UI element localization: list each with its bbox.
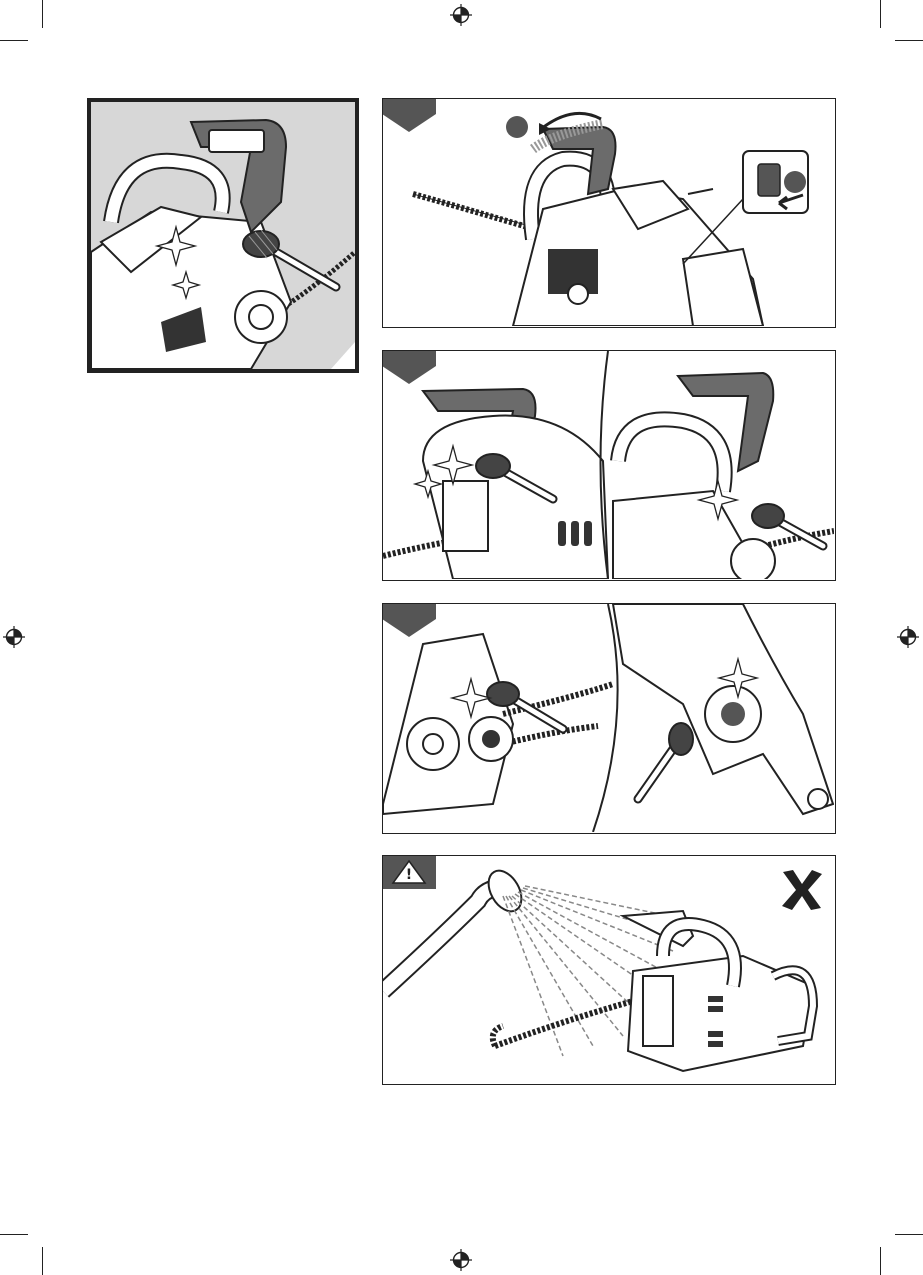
panel-step-3 <box>382 603 836 834</box>
panel-step-2 <box>382 350 836 581</box>
panel-handle-brush <box>87 98 359 373</box>
chainsaw-illustration <box>383 99 834 326</box>
crop-mark-bl-h <box>0 1234 28 1235</box>
brush-icon <box>638 723 693 799</box>
step-tab-icon <box>382 350 436 384</box>
crop-mark-tr-h <box>895 40 923 41</box>
panel-step-1 <box>382 98 836 328</box>
warning-glyph: ! <box>382 866 436 884</box>
registration-mark-bottom <box>450 1249 472 1271</box>
step-tab-icon <box>382 98 436 132</box>
crop-mark-br-h <box>895 1234 923 1235</box>
crop-mark-tl-h <box>0 40 28 41</box>
chainsaw-illustration <box>383 351 834 579</box>
callout-circle <box>506 116 528 138</box>
registration-mark-top <box>450 4 472 26</box>
registration-mark-right <box>897 626 919 648</box>
callout-circle <box>784 171 806 193</box>
crop-mark-tl-v <box>42 0 43 28</box>
crop-mark-bl-v <box>42 1247 43 1275</box>
step-tab-icon <box>382 603 436 637</box>
registration-mark-left <box>3 626 25 648</box>
crop-mark-tr-v <box>880 0 881 28</box>
brush-icon <box>752 504 823 546</box>
crop-mark-br-v <box>880 1247 881 1275</box>
chainsaw-illustration <box>383 604 834 832</box>
prohibited-x-icon <box>779 868 825 912</box>
chainsaw-illustration <box>383 856 834 1083</box>
panel-warning-no-water: ! <box>382 855 836 1085</box>
chainsaw-illustration <box>91 102 355 369</box>
